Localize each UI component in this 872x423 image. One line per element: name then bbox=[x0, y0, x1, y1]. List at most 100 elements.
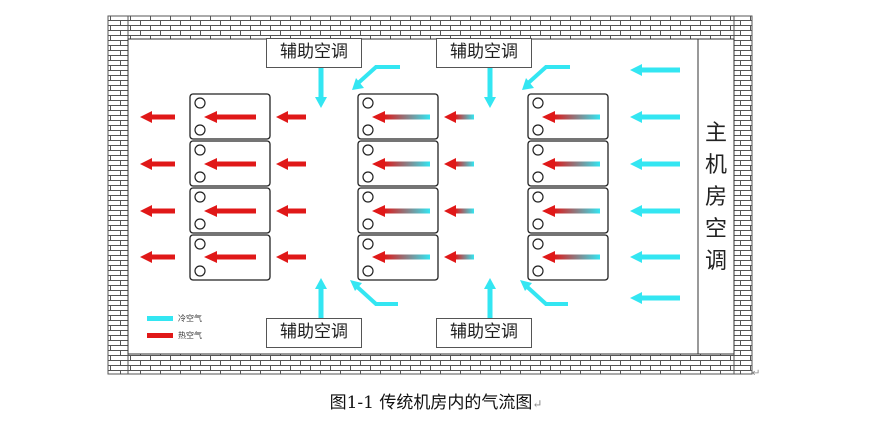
internal-airflow-arrow bbox=[204, 158, 256, 170]
internal-airflow-arrow bbox=[542, 111, 600, 123]
aux-ac-label-bottom-2: 辅助空调 bbox=[436, 318, 532, 348]
server-rack bbox=[527, 93, 609, 281]
hot-air-arrow bbox=[444, 158, 474, 170]
legend-hot-swatch bbox=[147, 333, 173, 338]
server-unit bbox=[189, 93, 271, 140]
server-unit bbox=[527, 187, 609, 234]
internal-airflow-arrow bbox=[542, 251, 600, 263]
internal-airflow-arrow bbox=[204, 205, 256, 217]
rack-port-circle bbox=[362, 144, 374, 156]
legend-cold-label: 冷空气 bbox=[178, 314, 202, 323]
cold-air-arrow bbox=[630, 158, 680, 170]
cold-air-arrow bbox=[630, 292, 680, 304]
internal-airflow-arrow bbox=[204, 111, 256, 123]
caption-text: 图1-1 传统机房内的气流图 bbox=[329, 393, 533, 413]
rack-port-circle bbox=[362, 238, 374, 250]
rack-internal-airflow bbox=[204, 111, 600, 263]
rack-port-circle bbox=[362, 124, 374, 136]
internal-airflow-arrow bbox=[542, 158, 600, 170]
internal-airflow-arrow bbox=[372, 205, 430, 217]
rack-port-circle bbox=[362, 265, 374, 277]
cold-air-arrow bbox=[520, 280, 568, 306]
rack-port-circle bbox=[532, 97, 544, 109]
server-unit bbox=[357, 140, 439, 187]
server-rack bbox=[189, 93, 271, 281]
hot-air-arrow bbox=[276, 251, 306, 263]
rack-port-circle bbox=[194, 97, 206, 109]
cold-air-arrow bbox=[350, 280, 398, 306]
rack-port-circle bbox=[194, 191, 206, 203]
internal-airflow-arrow bbox=[204, 251, 256, 263]
internal-airflow-arrow bbox=[372, 251, 430, 263]
server-unit bbox=[189, 234, 271, 281]
hot-air-arrow bbox=[140, 158, 175, 170]
rack-port-circle bbox=[532, 265, 544, 277]
main-ac-label: 主 机 房 空 调 bbox=[698, 40, 734, 356]
main-ac-char: 主 bbox=[704, 121, 727, 146]
main-ac-char: 机 bbox=[704, 153, 727, 178]
cold-air-arrow bbox=[630, 251, 680, 263]
hot-air-arrow bbox=[140, 111, 175, 123]
hot-air-arrow bbox=[444, 111, 474, 123]
rack-port-circle bbox=[194, 171, 206, 183]
hot-air-arrow bbox=[140, 205, 175, 217]
rack-port-circle bbox=[194, 144, 206, 156]
cold-air-arrow bbox=[630, 205, 680, 217]
server-unit bbox=[357, 234, 439, 281]
legend-hot-label: 热空气 bbox=[178, 331, 202, 340]
server-unit bbox=[527, 93, 609, 140]
rack-port-circle bbox=[532, 171, 544, 183]
server-unit bbox=[357, 187, 439, 234]
rack-port-circle bbox=[532, 124, 544, 136]
cold-air-arrow bbox=[522, 65, 570, 90]
rack-port-circle bbox=[532, 191, 544, 203]
rack-port-circle bbox=[194, 238, 206, 250]
rack-port-circle bbox=[532, 218, 544, 230]
rack-port-circle bbox=[362, 218, 374, 230]
rack-port-circle bbox=[194, 218, 206, 230]
server-unit bbox=[527, 234, 609, 281]
airflow-arrows bbox=[140, 64, 680, 320]
aux-ac-label-top-2: 辅助空调 bbox=[436, 38, 532, 68]
server-unit bbox=[357, 93, 439, 140]
rack-port-circle bbox=[194, 124, 206, 136]
hot-air-arrow bbox=[276, 111, 306, 123]
main-ac-char: 空 bbox=[704, 217, 727, 242]
hot-air-arrow bbox=[276, 205, 306, 217]
cold-air-arrow bbox=[630, 64, 680, 76]
main-ac-char: 调 bbox=[704, 249, 727, 274]
cold-air-arrow bbox=[484, 68, 496, 108]
server-unit bbox=[189, 187, 271, 234]
return-mark: ↵ bbox=[752, 368, 760, 379]
cold-air-arrow bbox=[352, 65, 400, 90]
aux-ac-label-top-1: 辅助空调 bbox=[266, 38, 362, 68]
legend-cold-swatch bbox=[147, 316, 173, 321]
rack-port-circle bbox=[532, 144, 544, 156]
rack-port-circle bbox=[362, 191, 374, 203]
internal-airflow-arrow bbox=[542, 205, 600, 217]
internal-airflow-arrow bbox=[372, 111, 430, 123]
brick-wall bbox=[107, 15, 753, 375]
hot-air-arrow bbox=[444, 251, 474, 263]
cold-air-arrow bbox=[315, 68, 327, 108]
server-unit bbox=[189, 140, 271, 187]
aux-ac-label-bottom-1: 辅助空调 bbox=[266, 318, 362, 348]
hot-air-arrow bbox=[140, 251, 175, 263]
rack-port-circle bbox=[362, 97, 374, 109]
hot-air-arrow bbox=[444, 205, 474, 217]
internal-airflow-arrow bbox=[372, 158, 430, 170]
cold-air-arrow bbox=[484, 278, 496, 320]
server-unit bbox=[527, 140, 609, 187]
rack-port-circle bbox=[532, 238, 544, 250]
figure-caption: 图1-1 传统机房内的气流图↵ bbox=[0, 388, 872, 413]
main-ac-char: 房 bbox=[704, 185, 727, 210]
rack-port-circle bbox=[362, 171, 374, 183]
server-racks bbox=[189, 93, 609, 281]
server-rack bbox=[357, 93, 439, 281]
rack-port-circle bbox=[194, 265, 206, 277]
cold-air-arrow bbox=[630, 111, 680, 123]
return-mark: ↵ bbox=[532, 397, 543, 411]
cold-air-arrow bbox=[315, 278, 327, 320]
